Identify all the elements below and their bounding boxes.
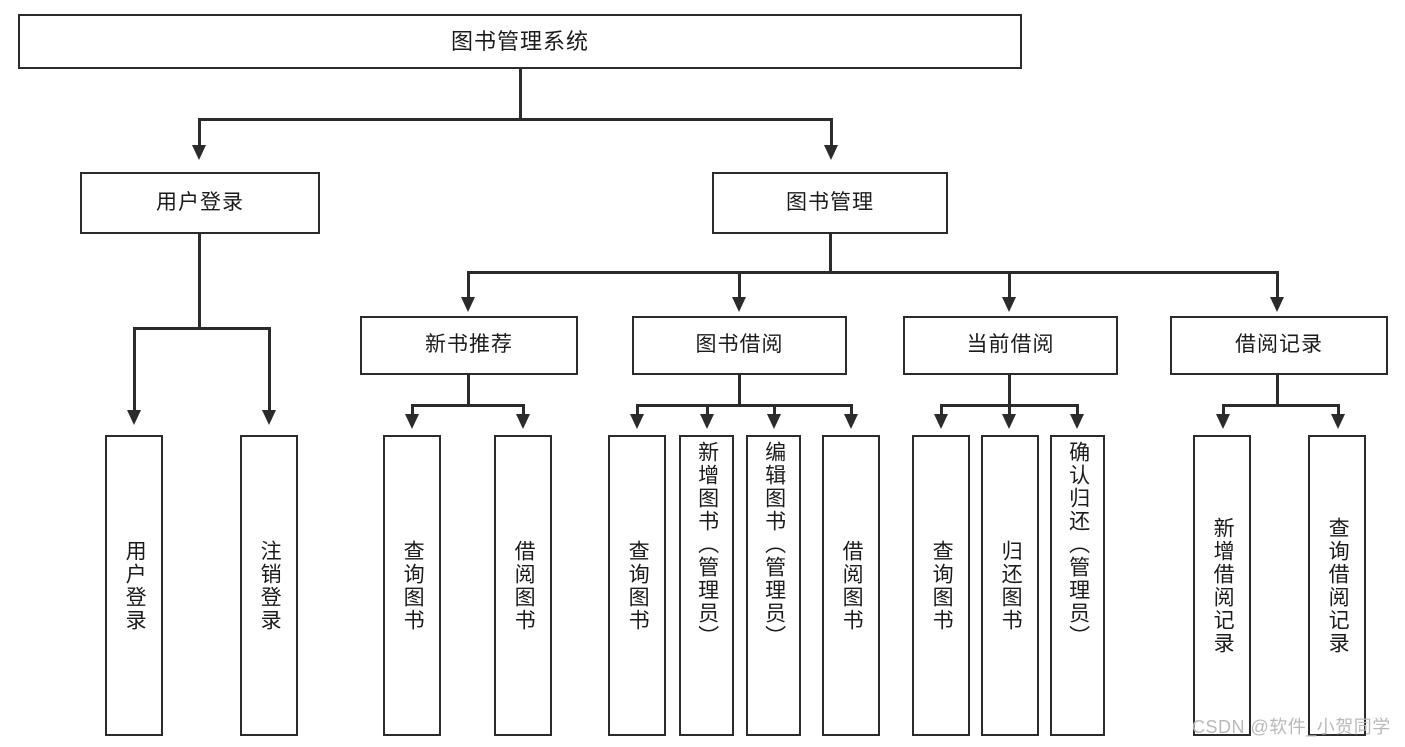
- connector-book-management-to-current-borrow: [1008, 271, 1011, 299]
- leaf-current-borrow-query-book[interactable]: 查询图书: [912, 435, 970, 736]
- node-new-book-recommend[interactable]: 新书推荐: [360, 316, 578, 375]
- connector-root-stem: [519, 69, 522, 120]
- connector-new-book-to-leaf-0: [411, 404, 414, 417]
- connector-borrow-record-stem: [1276, 375, 1279, 406]
- connector-book-borrow-to-leaf-0: [636, 404, 639, 417]
- connector-book-management-bus: [467, 271, 1278, 274]
- arrow-new-book-to-leaf-1: [516, 414, 530, 429]
- node-book-management[interactable]: 图书管理: [712, 172, 948, 234]
- leaf-book-borrow-borrow-book[interactable]: 借阅图书: [822, 435, 880, 736]
- arrow-current-borrow-to-leaf-1: [1002, 414, 1016, 429]
- connector-user-login-to-leaf-1: [268, 327, 271, 412]
- arrow-root-to-book-management: [824, 145, 838, 160]
- csdn-watermark: CSDN @软件_小贺同学: [1192, 717, 1391, 737]
- arrow-book-borrow-to-leaf-3: [844, 414, 858, 429]
- node-book-borrow[interactable]: 图书借阅: [632, 316, 847, 375]
- connector-new-book-bus: [411, 404, 524, 407]
- arrow-user-login-to-leaf-1: [262, 410, 276, 425]
- connector-borrow-record-to-leaf-1: [1337, 404, 1340, 417]
- node-user-login[interactable]: 用户登录: [80, 172, 320, 234]
- connector-current-borrow-to-leaf-0: [940, 404, 943, 417]
- leaf-book-borrow-add-book-admin[interactable]: 新增图书（管理员）: [679, 435, 734, 736]
- node-root-book-management-system[interactable]: 图书管理系统: [18, 14, 1022, 69]
- arrow-book-management-to-current-borrow: [1002, 297, 1016, 312]
- connector-book-borrow-to-leaf-1: [706, 404, 709, 417]
- connector-new-book-stem: [467, 375, 470, 406]
- arrow-book-management-to-new-book: [461, 297, 475, 312]
- node-borrow-record[interactable]: 借阅记录: [1170, 316, 1388, 375]
- connector-user-login-bus: [133, 327, 270, 330]
- leaf-current-borrow-return-book[interactable]: 归还图书: [981, 435, 1039, 736]
- arrow-borrow-record-to-leaf-0: [1216, 414, 1230, 429]
- connector-book-borrow-to-leaf-3: [850, 404, 853, 417]
- leaf-book-borrow-edit-book-admin[interactable]: 编辑图书（管理员）: [746, 435, 801, 736]
- leaf-book-borrow-query-book[interactable]: 查询图书: [608, 435, 666, 736]
- arrow-current-borrow-to-leaf-0: [934, 414, 948, 429]
- connector-current-borrow-stem: [1008, 375, 1011, 406]
- connector-book-management-to-borrow-record: [1276, 271, 1279, 299]
- arrow-book-borrow-to-leaf-1: [700, 414, 714, 429]
- leaf-new-book-query-book[interactable]: 查询图书: [383, 435, 441, 736]
- leaf-current-borrow-confirm-return-admin[interactable]: 确认归还（管理员）: [1050, 435, 1105, 736]
- connector-user-login-stem: [198, 234, 201, 329]
- connector-borrow-record-bus: [1222, 404, 1339, 407]
- connector-user-login-to-leaf-0: [133, 327, 136, 412]
- node-current-borrow[interactable]: 当前借阅: [903, 316, 1118, 375]
- arrow-borrow-record-to-leaf-1: [1331, 414, 1345, 429]
- connector-book-management-to-new-book: [467, 271, 470, 299]
- connector-book-borrow-bus: [636, 404, 852, 407]
- connector-current-borrow-to-leaf-2: [1076, 404, 1079, 417]
- leaf-user-login-logout[interactable]: 注销登录: [240, 435, 298, 736]
- arrow-new-book-to-leaf-0: [405, 414, 419, 429]
- connector-book-borrow-stem: [738, 375, 741, 406]
- arrow-book-management-to-book-borrow: [732, 297, 746, 312]
- connector-book-borrow-to-leaf-2: [773, 404, 776, 417]
- arrow-root-to-user-login: [192, 145, 206, 160]
- arrow-book-borrow-to-leaf-2: [767, 414, 781, 429]
- arrow-user-login-to-leaf-0: [127, 410, 141, 425]
- leaf-borrow-record-add-record[interactable]: 新增借阅记录: [1193, 435, 1251, 736]
- leaf-borrow-record-query-record[interactable]: 查询借阅记录: [1308, 435, 1366, 736]
- arrow-book-borrow-to-leaf-0: [630, 414, 644, 429]
- connector-root-bus: [198, 118, 832, 121]
- connector-root-to-user-login: [198, 118, 201, 148]
- leaf-new-book-borrow-book[interactable]: 借阅图书: [494, 435, 552, 736]
- connector-book-management-stem: [829, 234, 832, 273]
- connector-borrow-record-to-leaf-0: [1222, 404, 1225, 417]
- arrow-current-borrow-to-leaf-2: [1070, 414, 1084, 429]
- leaf-user-login-login[interactable]: 用户登录: [105, 435, 163, 736]
- connector-book-management-to-book-borrow: [738, 271, 741, 299]
- connector-new-book-to-leaf-1: [522, 404, 525, 417]
- connector-current-borrow-to-leaf-1: [1008, 404, 1011, 417]
- connector-root-to-book-management: [830, 118, 833, 148]
- arrow-book-management-to-borrow-record: [1270, 297, 1284, 312]
